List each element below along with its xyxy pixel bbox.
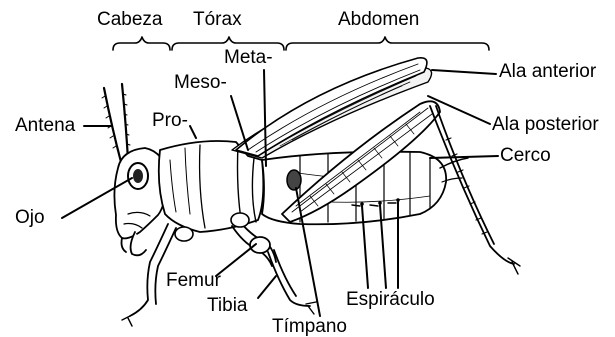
label-ala-anterior: Ala anterior <box>499 62 596 81</box>
eye <box>128 163 148 189</box>
label-antena: Antena <box>15 116 75 135</box>
label-cabeza: Cabeza <box>97 10 163 29</box>
label-cerco: Cerco <box>500 146 551 165</box>
label-femur: Femur <box>166 271 221 290</box>
tympanum <box>287 170 301 190</box>
label-meso: Meso- <box>174 73 227 92</box>
brace-cabeza <box>113 37 170 50</box>
label-ojo: Ojo <box>15 208 45 227</box>
label-espiraculo: Espiráculo <box>346 290 435 309</box>
antenna <box>102 84 130 162</box>
label-ala-posterior: Ala posterior <box>492 115 599 134</box>
label-torax: Tórax <box>193 10 242 29</box>
label-tibia: Tibia <box>207 296 247 315</box>
label-pro: Pro- <box>152 111 188 130</box>
brace-abdomen <box>286 37 489 50</box>
label-abdomen: Abdomen <box>338 10 419 29</box>
label-timpano: Tímpano <box>272 317 347 336</box>
label-meta: Meta- <box>224 48 273 67</box>
